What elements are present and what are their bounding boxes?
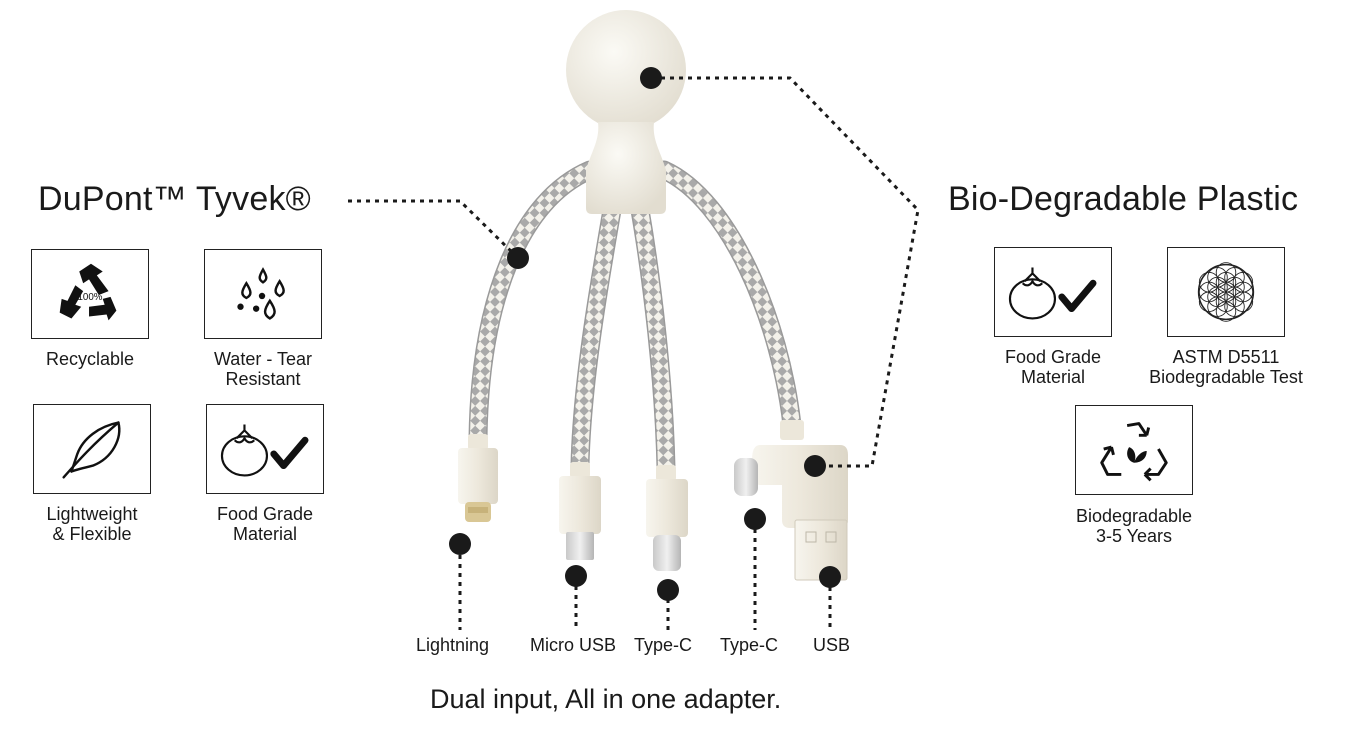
left-section-title: DuPont™ Tyvek® — [38, 180, 311, 218]
connector-label-lightning: Lightning — [416, 635, 490, 655]
water-resistant-box — [204, 249, 322, 339]
water-resistant-label: Water - Tear Resistant — [213, 349, 313, 389]
lightweight-label: Lightweight & Flexible — [46, 504, 138, 544]
micro-usb-plug — [559, 462, 601, 560]
lightning-plug — [458, 434, 498, 522]
type-c-plug — [646, 465, 688, 571]
tomato-check-icon — [220, 424, 309, 477]
octopus-body — [566, 10, 686, 214]
connector-label-type-c-adapter: Type-C — [720, 635, 779, 655]
leader-lines — [348, 76, 920, 630]
adapter-marker-dot — [804, 455, 826, 477]
lightning-marker-dot — [449, 533, 471, 555]
connector-label-type-c: Type-C — [634, 635, 693, 655]
astm-box — [1167, 247, 1285, 337]
astm-label: ASTM D5511 Biodegradable Test — [1149, 347, 1303, 387]
type-c-adapter-marker-dot — [744, 508, 766, 530]
tomato-check-icon — [1008, 267, 1097, 320]
braided-cables — [468, 160, 802, 478]
food-grade-label-right: Food Grade Material — [1004, 347, 1102, 387]
cable-usb — [654, 160, 802, 435]
cable-marker-dot — [507, 247, 529, 269]
marker-dots — [449, 67, 841, 601]
usb-marker-dot — [819, 566, 841, 588]
feather-icon — [62, 421, 121, 479]
recyclable-label: Recyclable — [45, 349, 135, 369]
recycle-100-icon: 100% — [59, 263, 117, 321]
micro-usb-marker-dot — [565, 565, 587, 587]
flower-of-life-icon — [1197, 262, 1255, 322]
recyclable-box: 100% — [31, 249, 149, 339]
biodegradable-box — [1075, 405, 1193, 495]
biodegradable-label: Biodegradable 3-5 Years — [1075, 506, 1193, 546]
head-marker-dot — [640, 67, 662, 89]
food-grade-box-left — [206, 404, 324, 494]
tagline: Dual input, All in one adapter. — [430, 684, 782, 714]
food-grade-label-left: Food Grade Material — [216, 504, 314, 544]
connector-label-micro-usb: Micro USB — [530, 635, 617, 655]
recycle-badge-text: 100% — [78, 292, 103, 303]
lightweight-box — [33, 404, 151, 494]
right-section-title: Bio-Degradable Plastic — [948, 180, 1299, 218]
type-c-marker-dot — [657, 579, 679, 601]
usb-adapter-plug — [734, 420, 848, 581]
water-drops-icon — [237, 267, 285, 320]
recycle-leaf-icon — [1100, 422, 1168, 482]
food-grade-box-right — [994, 247, 1112, 337]
connector-label-usb: USB — [813, 635, 851, 655]
